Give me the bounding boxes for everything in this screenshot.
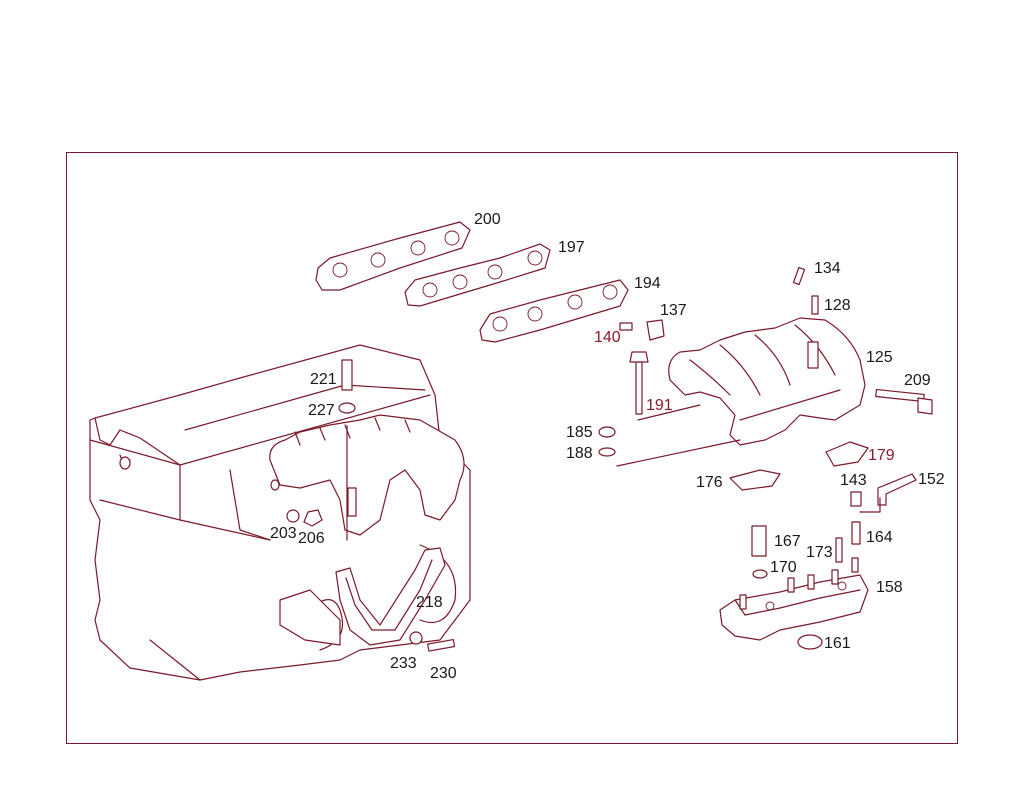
gasket-200 <box>315 221 471 291</box>
label-125: 125 <box>866 349 893 366</box>
label-233: 233 <box>390 655 417 672</box>
diagram-frame <box>66 152 958 744</box>
label-128: 128 <box>824 297 851 314</box>
label-161: 161 <box>824 635 851 652</box>
intake-manifold <box>668 317 866 446</box>
label-137: 137 <box>660 302 687 319</box>
small-parts <box>286 266 933 652</box>
label-230: 230 <box>430 665 457 682</box>
label-197: 197 <box>558 239 585 256</box>
exhaust-manifold-installed <box>269 414 465 536</box>
label-200: 200 <box>474 211 501 228</box>
label-221: 221 <box>310 371 337 388</box>
gasket-197 <box>404 243 551 307</box>
label-206: 206 <box>298 530 325 547</box>
support-bracket <box>335 547 446 646</box>
label-227: 227 <box>308 402 335 419</box>
label-173: 173 <box>806 544 833 561</box>
label-218: 218 <box>416 594 443 611</box>
label-164: 164 <box>866 529 893 546</box>
label-134: 134 <box>814 260 841 277</box>
label-170: 170 <box>770 559 797 576</box>
label-185: 185 <box>566 424 593 441</box>
label-188: 188 <box>566 445 593 462</box>
label-176: 176 <box>696 474 723 491</box>
label-158: 158 <box>876 579 903 596</box>
gasket-194 <box>479 279 629 343</box>
label-140: 140 <box>594 329 621 346</box>
label-194: 194 <box>634 275 661 292</box>
label-152: 152 <box>918 471 945 488</box>
label-143: 143 <box>840 472 867 489</box>
lower-manifold <box>719 557 869 641</box>
label-191: 191 <box>646 397 673 414</box>
engine-block <box>89 344 471 681</box>
leader-lines <box>346 404 881 541</box>
label-209: 209 <box>904 372 931 389</box>
label-167: 167 <box>774 533 801 550</box>
label-179: 179 <box>868 447 895 464</box>
label-203: 203 <box>270 525 297 542</box>
